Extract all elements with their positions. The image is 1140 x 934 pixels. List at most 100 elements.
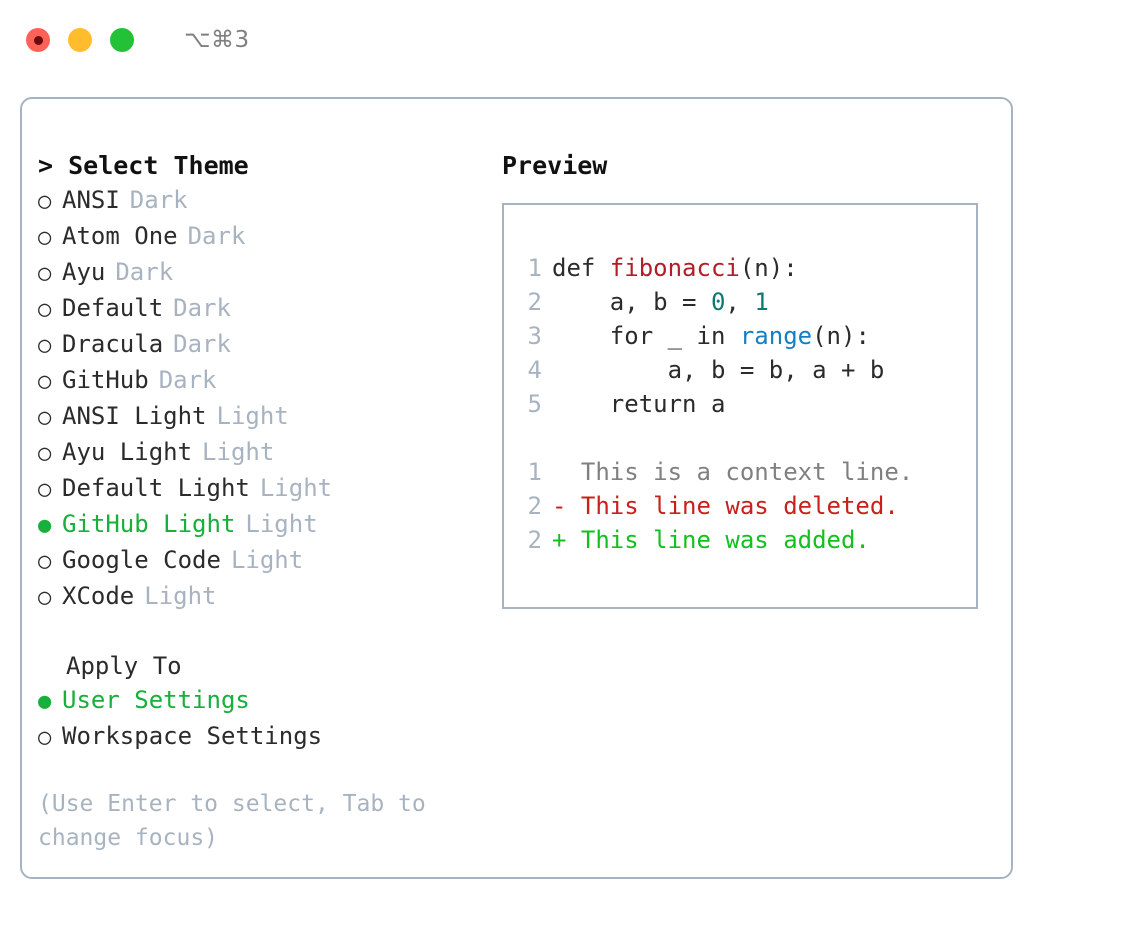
code-line-content: for _ in range(n):	[552, 319, 870, 353]
diff-line-content: + This line was added.	[552, 526, 870, 554]
apply-to-option-label: User Settings	[62, 686, 250, 714]
theme-option-label: Ayu	[62, 258, 106, 286]
theme-option-2[interactable]: ○ Ayu Dark	[38, 255, 468, 291]
code-token-function: fibonacci	[609, 254, 740, 282]
radio-unselected-icon: ○	[38, 189, 52, 214]
theme-variant-badge: Dark	[129, 186, 188, 214]
diff-sample: 1 This is a context line. 2 - This line wa…	[516, 455, 976, 557]
theme-option-label: Dracula	[62, 330, 164, 358]
theme-option-10[interactable]: ○ Google Code Light	[38, 543, 468, 579]
window-controls	[26, 28, 134, 52]
theme-option-label: Default Light	[62, 474, 250, 502]
theme-variant-badge: Dark	[115, 258, 174, 286]
radio-unselected-icon: ○	[38, 225, 52, 250]
theme-variant-badge: Light	[202, 438, 275, 466]
theme-variant-badge: Light	[230, 546, 304, 574]
radio-unselected-icon: ○	[38, 585, 52, 610]
code-line: 4 a, b = b, a + b	[516, 353, 976, 387]
code-line-number: 3	[527, 322, 542, 350]
theme-option-11[interactable]: ○ XCode Light	[38, 579, 468, 615]
theme-option-6[interactable]: ○ ANSI Light Light	[38, 399, 468, 435]
code-token-plain: (n):	[739, 254, 798, 282]
theme-option-5[interactable]: ○ GitHub Dark	[38, 363, 468, 399]
code-line: 3 for _ in range(n):	[516, 319, 976, 353]
code-token-plain: def	[552, 254, 610, 282]
close-button[interactable]	[26, 28, 50, 52]
apply-to-option-1[interactable]: ○ Workspace Settings	[38, 719, 468, 755]
select-theme-header: > Select Theme	[38, 151, 249, 180]
theme-option-label: Google Code	[62, 546, 221, 574]
radio-selected-icon: ●	[38, 513, 52, 538]
radio-unselected-icon: ○	[38, 549, 52, 574]
theme-option-0[interactable]: ○ ANSI Dark	[38, 183, 468, 219]
code-token-plain: ,	[725, 288, 755, 316]
diff-line-context: 1 This is a context line.	[516, 455, 976, 489]
zoom-button[interactable]	[110, 28, 134, 52]
theme-variant-badge: Dark	[158, 366, 217, 394]
apply-to-option-0[interactable]: ● User Settings	[38, 683, 468, 719]
theme-option-8[interactable]: ○ Default Light Light	[38, 471, 468, 507]
theme-option-label: Atom One	[62, 222, 178, 250]
radio-unselected-icon: ○	[38, 405, 52, 430]
theme-option-label: GitHub	[62, 366, 149, 394]
theme-option-label: Default	[62, 294, 164, 322]
theme-option-label: ANSI Light	[62, 402, 207, 430]
theme-variant-badge: Light	[259, 474, 333, 502]
radio-unselected-icon: ○	[38, 261, 52, 286]
radio-unselected-icon: ○	[38, 333, 52, 358]
diff-line-deleted: 2 - This line was deleted.	[516, 489, 976, 523]
keyboard-hint-text: (Use Enter to select, Tab to change focu…	[38, 791, 440, 851]
diff-line-content: This is a context line.	[552, 458, 914, 486]
apply-to-option-label: Workspace Settings	[62, 722, 323, 750]
keyboard-shortcut-label: ⌥⌘3	[184, 27, 250, 53]
code-token-number: 0	[710, 288, 726, 316]
radio-selected-icon: ●	[38, 689, 52, 714]
radio-unselected-icon: ○	[38, 297, 52, 322]
theme-option-label: GitHub Light	[62, 510, 236, 538]
theme-option-label: ANSI	[62, 186, 120, 214]
diff-line-added: 2+ This line was added.	[516, 523, 976, 557]
code-spacer	[516, 421, 976, 455]
code-line: 1 def fibonacci(n):	[516, 251, 976, 285]
theme-option-9[interactable]: ● GitHub Light Light	[38, 507, 468, 543]
code-line: 5 return a	[516, 387, 976, 421]
theme-variant-badge: Dark	[187, 222, 246, 250]
code-line-number: 4	[527, 356, 542, 384]
radio-unselected-icon: ○	[38, 369, 52, 394]
radio-unselected-icon: ○	[38, 725, 52, 750]
diff-line-content: - This line was deleted.	[552, 492, 899, 520]
code-token-call: range	[739, 322, 813, 350]
code-token-plain: (n):	[812, 322, 870, 350]
code-line: 2 a, b = 0, 1	[516, 285, 976, 319]
theme-option-1[interactable]: ○ Atom One Dark	[38, 219, 468, 255]
diff-line-number: 2	[527, 492, 542, 520]
theme-option-label: XCode	[62, 582, 135, 610]
theme-variant-badge: Light	[245, 510, 318, 538]
code-token-plain: a, b = b, a + b	[552, 356, 885, 384]
code-line-content: a, b = b, a + b	[552, 353, 885, 387]
theme-variant-badge: Light	[144, 582, 217, 610]
apply-to-option-list[interactable]: ● User Settings ○ Workspace Settings	[38, 683, 468, 755]
radio-unselected-icon: ○	[38, 441, 52, 466]
code-line-number: 1	[527, 254, 542, 282]
code-line-content: return a	[552, 387, 726, 421]
code-token-plain: a, b =	[552, 288, 711, 316]
code-token-plain: return a	[552, 390, 726, 418]
code-line-content: a, b = 0, 1	[552, 285, 769, 319]
recording-indicator-icon	[33, 35, 43, 45]
theme-variant-badge: Light	[216, 402, 289, 430]
apply-to-section: Apply To ● User Settings ○ Workspace Settin…	[38, 649, 468, 755]
radio-unselected-icon: ○	[38, 477, 52, 502]
apply-to-header: Apply To	[66, 652, 182, 680]
code-token-number: 1	[754, 288, 769, 316]
diff-line-number: 1	[527, 458, 542, 486]
minimize-button[interactable]	[68, 28, 92, 52]
